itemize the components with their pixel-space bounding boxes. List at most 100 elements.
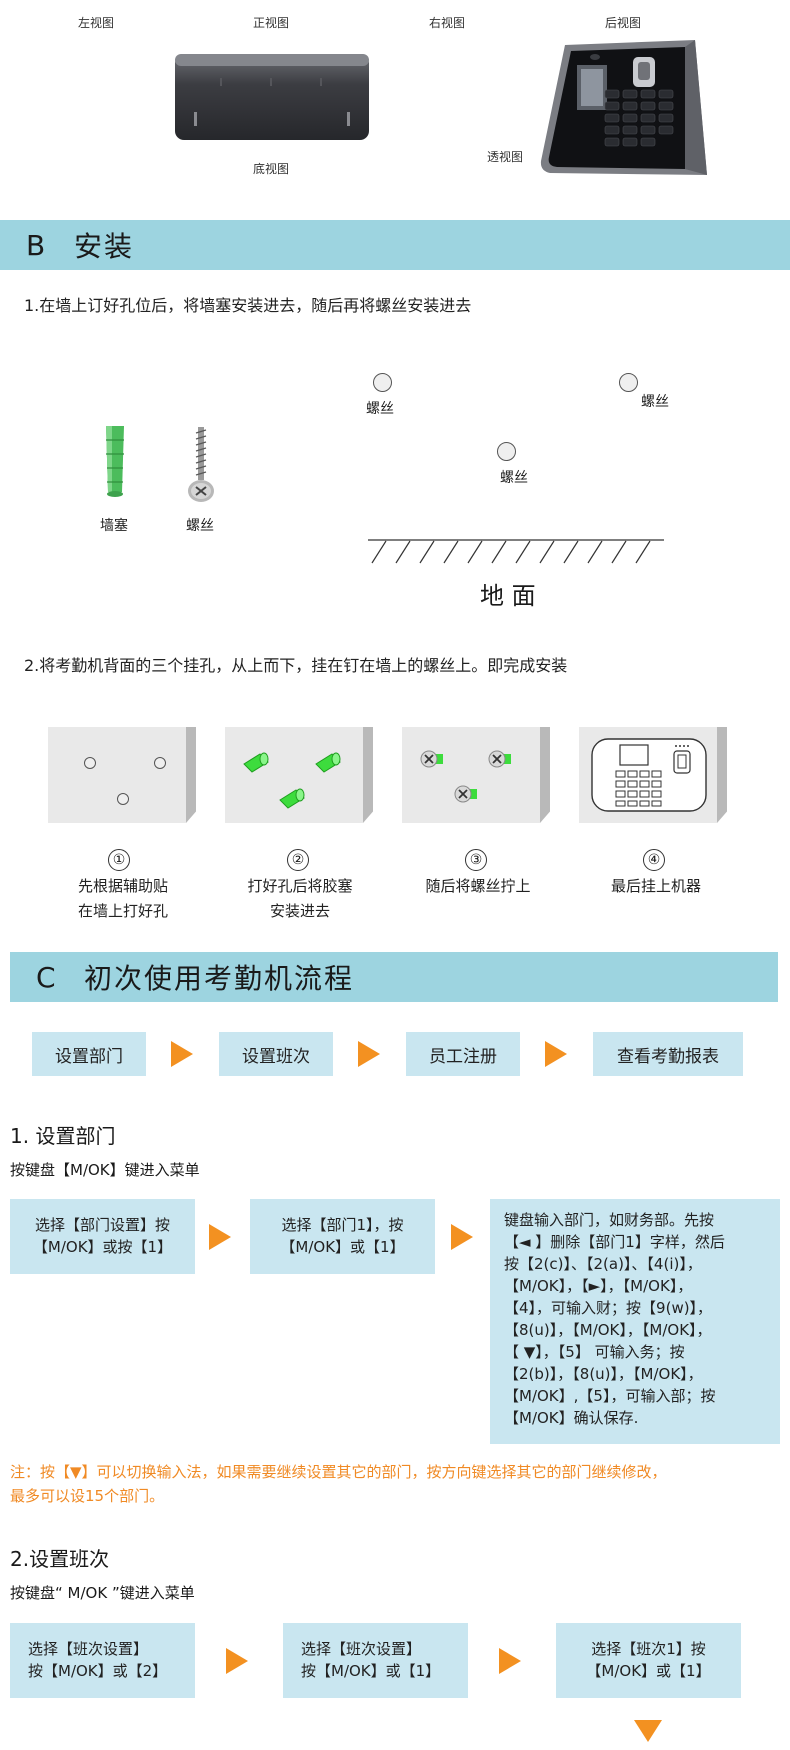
install-section-title: 安装: [74, 230, 135, 263]
box-line: 选择【部门1】，按: [281, 1216, 404, 1234]
back-view-label: 后视图: [605, 16, 642, 30]
department-subheading: 按键盘【M/OK】键进入菜单: [10, 1161, 200, 1179]
box-line: 【M/OK】确认保存.: [504, 1409, 639, 1427]
box-line: 【M/OK】或【1】: [280, 1238, 405, 1256]
install-panel-3: [402, 727, 540, 823]
mounted-device-image: [591, 738, 707, 812]
panel-edge: [363, 727, 373, 823]
front-view-label: 正视图: [253, 16, 290, 30]
hole-mark: [84, 757, 96, 769]
panel-edge: [540, 727, 550, 823]
panel-number-2: ②: [287, 849, 309, 871]
panel-caption-line: 随后将螺丝拧上: [425, 877, 531, 895]
department-step-1-box: 选择【部门设置】按 【M/OK】或按【1】: [10, 1199, 195, 1274]
anchors-in-wall-image: [243, 752, 341, 809]
arrow-right-icon: [209, 1224, 231, 1250]
box-line: 按【M/OK】或【1】: [301, 1662, 441, 1680]
bottom-view-label: 底视图: [253, 162, 290, 176]
department-heading: 1. 设置部门: [10, 1124, 116, 1148]
flow-step-report: 查看考勤报表: [593, 1032, 743, 1076]
screw-position-mark: [619, 373, 638, 392]
install-section-header: B 安装: [0, 220, 790, 270]
box-line: 选择【班次1】按: [591, 1640, 706, 1658]
department-note: 注：按【▼】可以切换输入法，如果需要继续设置其它的部门，按方向键选择其它的部门继…: [10, 1460, 785, 1508]
box-line: 【2(b)】，【8(u)】，【M/OK】，: [504, 1365, 703, 1383]
shift-step-1-box: 选择【班次设置】 按【M/OK】或【2】: [10, 1623, 195, 1698]
flow-section-title: 初次使用考勤机流程: [84, 962, 355, 995]
panel-number-4: ④: [643, 849, 665, 871]
panel-edge: [717, 727, 727, 823]
panel-caption-line: 最后挂上机器: [610, 877, 701, 895]
box-line: 【M/OK】或【1】: [586, 1662, 711, 1680]
box-line: 【8(u)】，【M/OK】，【M/OK】，: [504, 1321, 712, 1339]
panel-caption-line: 安装进去: [269, 902, 330, 920]
panel-caption-2: 打好孔后将胶塞 安装进去: [220, 874, 380, 924]
box-line: 【 ▼】，【5】 可输入务；按: [504, 1343, 685, 1361]
panel-number-3: ③: [465, 849, 487, 871]
install-panel-1: [48, 727, 186, 823]
install-step-1-text: 1.在墙上订好孔位后，将墙塞安装进去，随后再将螺丝安装进去: [24, 296, 472, 315]
install-step-2-text: 2.将考勤机背面的三个挂孔，从上而下，挂在钉在墙上的螺丝上。即完成安装: [24, 656, 568, 675]
arrow-right-icon: [226, 1648, 248, 1674]
arrow-right-icon: [499, 1648, 521, 1674]
flow-section-header: C 初次使用考勤机流程: [10, 952, 778, 1002]
box-line: 【◄ 】删除【部门1】字样，然后: [504, 1233, 725, 1251]
panel-caption-line: 先根据辅助贴: [77, 877, 168, 895]
screw-position-mark: [497, 442, 516, 461]
panel-caption-3: 随后将螺丝拧上: [398, 874, 558, 899]
box-line: 【M/OK】,【5】，可输入部；按: [504, 1387, 716, 1405]
box-line: 【M/OK】，【►】，【M/OK】，: [504, 1277, 693, 1295]
screw-position-mark: [373, 373, 392, 392]
arrow-right-icon: [358, 1041, 380, 1067]
box-line: 键盘输入部门，如财务部。先按: [504, 1211, 715, 1229]
box-line: 【M/OK】或按【1】: [32, 1238, 173, 1256]
screw-position-label: 螺丝: [366, 401, 394, 417]
box-line: 选择【班次设置】: [301, 1640, 422, 1658]
device-bottom-view-image: [175, 54, 369, 140]
panel-caption-line: 在墙上打好孔: [77, 902, 168, 920]
flow-section-letter: C: [36, 960, 56, 994]
note-line: 最多可以设15个部门。: [10, 1487, 165, 1505]
screw-image: [188, 427, 214, 502]
install-section-letter: B: [26, 228, 46, 262]
flow-step-department: 设置部门: [32, 1032, 146, 1076]
left-view-label: 左视图: [78, 16, 115, 30]
arrow-right-icon: [451, 1224, 473, 1250]
box-line: 按【M/OK】或【2】: [28, 1662, 168, 1680]
device-perspective-image: [540, 40, 707, 175]
note-line: 注：按【▼】可以切换输入法，如果需要继续设置其它的部门，按方向键选择其它的部门继…: [10, 1463, 667, 1481]
wall-anchor-image: [106, 426, 124, 497]
shift-heading: 2.设置班次: [10, 1547, 110, 1571]
shift-subheading: 按键盘“ M/OK ”键进入菜单: [10, 1584, 195, 1602]
screw-label: 螺丝: [186, 518, 214, 534]
hole-mark: [117, 793, 129, 805]
flow-step-employee: 员工注册: [406, 1032, 520, 1076]
wall-anchor-label: 墙塞: [100, 518, 128, 534]
flow-step-shift: 设置班次: [219, 1032, 333, 1076]
department-step-2-box: 选择【部门1】，按 【M/OK】或【1】: [250, 1199, 435, 1274]
panel-caption-line: 打好孔后将胶塞: [247, 877, 353, 895]
arrow-right-icon: [545, 1041, 567, 1067]
arrow-right-icon: [171, 1041, 193, 1067]
box-line: 选择【班次设置】: [28, 1640, 149, 1658]
panel-caption-1: 先根据辅助贴 在墙上打好孔: [48, 874, 198, 924]
hole-mark: [154, 757, 166, 769]
right-view-label: 右视图: [429, 16, 466, 30]
panel-edge: [186, 727, 196, 823]
department-step-3-box: 键盘输入部门，如财务部。先按 【◄ 】删除【部门1】字样，然后 按【2(c)】、…: [490, 1199, 780, 1444]
install-panel-2: [225, 727, 363, 823]
ground-label: 地 面: [480, 582, 536, 610]
arrow-down-icon: [634, 1720, 662, 1742]
screw-position-label: 螺丝: [641, 394, 669, 410]
shift-step-3-box: 选择【班次1】按 【M/OK】或【1】: [556, 1623, 741, 1698]
box-line: 【4】，可输入财；按【9(w)】，: [504, 1299, 713, 1317]
perspective-view-label: 透视图: [487, 150, 524, 164]
ground-hatch-image: [368, 539, 664, 564]
panel-number-1: ①: [108, 849, 130, 871]
shift-step-2-box: 选择【班次设置】 按【M/OK】或【1】: [283, 1623, 468, 1698]
screws-in-wall-image: [420, 750, 511, 803]
box-line: 选择【部门设置】按: [34, 1216, 170, 1234]
screw-position-label: 螺丝: [500, 470, 528, 486]
panel-caption-4: 最后挂上机器: [576, 874, 736, 899]
box-line: 按【2(c)】、【2(a)】、【4(i)】，: [504, 1255, 702, 1273]
